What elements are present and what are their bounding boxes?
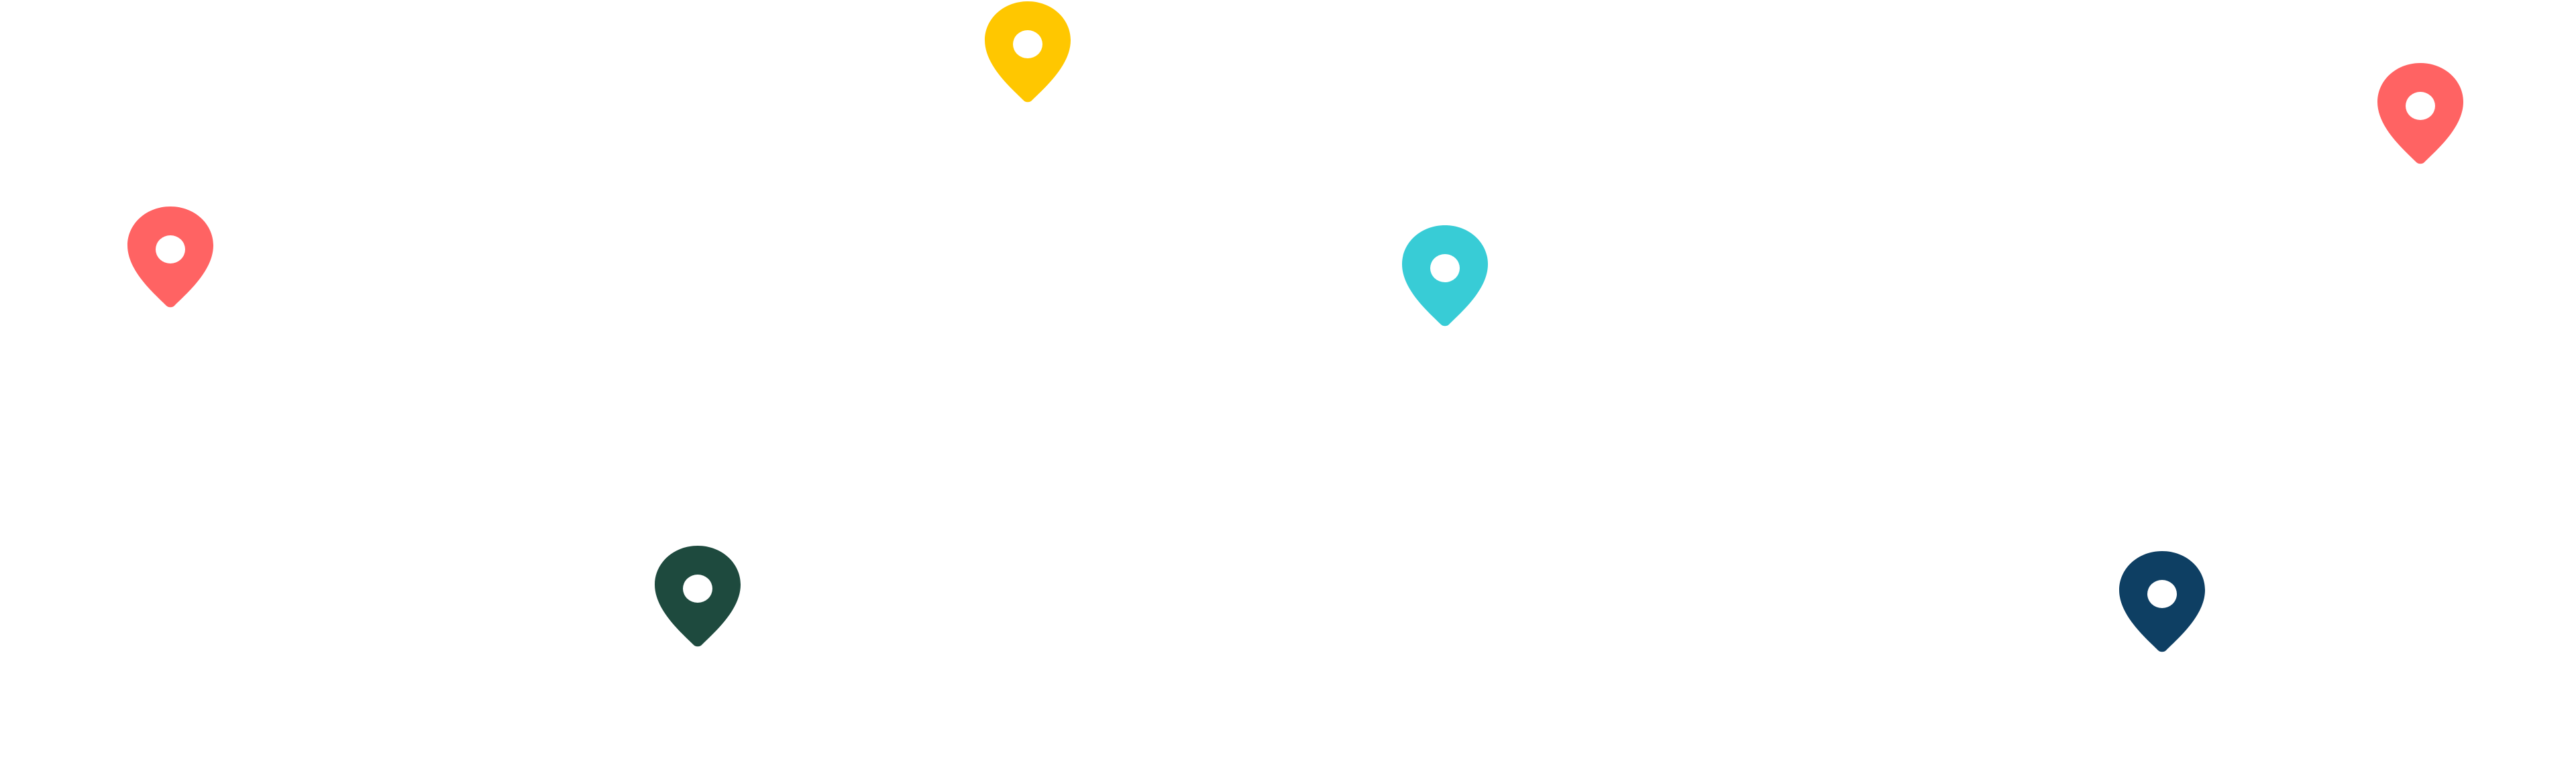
map-pin-icon — [2119, 551, 2205, 652]
map-pin-icon — [1398, 224, 1492, 329]
map-pin-icon — [127, 206, 213, 308]
pin-hole — [1013, 30, 1042, 58]
map-pin-icon — [1402, 225, 1488, 327]
pin-hole — [156, 235, 185, 263]
map-pin-icon — [2377, 63, 2463, 164]
map-pin-icon — [655, 546, 741, 647]
map-pin-icon — [2373, 62, 2467, 166]
map-pin-icon — [123, 205, 217, 310]
pin-hole — [683, 575, 712, 603]
map-pin-icon — [985, 1, 1071, 103]
pin-hole — [1430, 254, 1460, 282]
map-pin-icon — [2115, 550, 2209, 654]
pin-hole — [2147, 580, 2177, 608]
map-pin-icon — [651, 544, 745, 649]
map-pin-icon — [981, 0, 1075, 105]
pin-hole — [2406, 92, 2435, 120]
